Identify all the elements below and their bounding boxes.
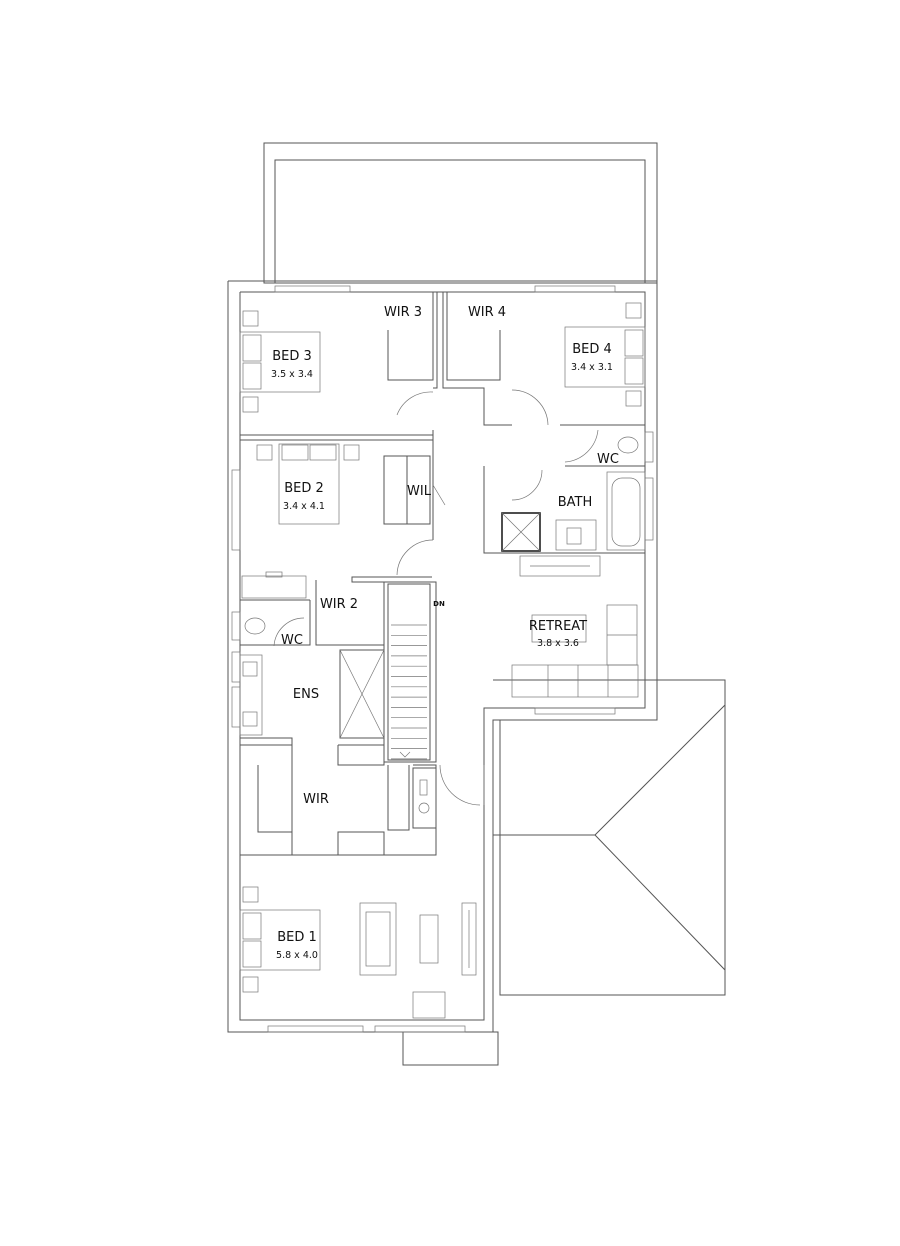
room-labels: WIR 3 WIR 4 BED 3 3.5 x 3.4 BED 4 3.4 x … (271, 305, 619, 961)
label-bed2: BED 2 (284, 481, 324, 496)
size-bed3: 3.5 x 3.4 (271, 369, 313, 380)
label-bath: BATH (558, 495, 593, 510)
size-bed2: 3.4 x 4.1 (283, 501, 325, 512)
size-bed1: 5.8 x 4.0 (276, 950, 318, 961)
label-wir: WIR (303, 792, 329, 807)
label-wc-ens: WC (281, 633, 303, 648)
label-stairs-down: DN (433, 600, 445, 608)
label-wir2: WIR 2 (320, 597, 358, 612)
balcony (263, 142, 658, 284)
interior-walls (239, 292, 645, 856)
label-ens: ENS (293, 687, 319, 702)
furniture (239, 302, 646, 1019)
label-bed1: BED 1 (277, 930, 317, 945)
label-wir3: WIR 3 (384, 305, 422, 320)
label-wil: WIL (407, 484, 432, 499)
size-bed4: 3.4 x 3.1 (571, 362, 613, 373)
label-wir4: WIR 4 (468, 305, 506, 320)
label-bed4: BED 4 (572, 342, 612, 357)
doors (273, 389, 599, 806)
label-wc-upper: WC (597, 452, 619, 467)
roof-outline (493, 679, 726, 996)
label-retreat: RETREAT (529, 619, 587, 634)
size-retreat: 3.8 x 3.6 (537, 638, 579, 649)
stairs (387, 583, 431, 761)
exterior-walls (227, 280, 658, 1066)
label-bed3: BED 3 (272, 349, 312, 364)
